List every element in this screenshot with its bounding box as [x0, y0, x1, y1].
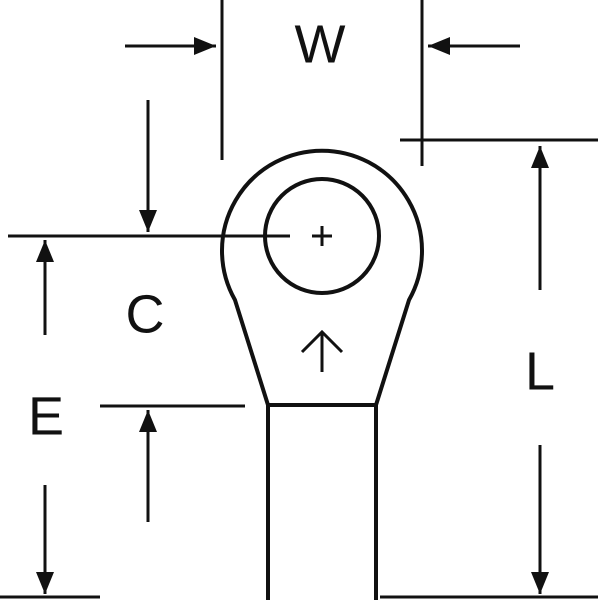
barrel	[266, 403, 378, 600]
dimension-e: E	[0, 240, 100, 599]
dimension-l: L	[380, 138, 598, 599]
label-w: W	[295, 14, 346, 74]
label-e: E	[28, 386, 64, 446]
center-plus-icon	[312, 226, 332, 246]
label-c: C	[126, 284, 165, 344]
direction-arrow-icon	[300, 329, 344, 372]
dimension-c: C	[8, 100, 290, 522]
dimension-w: W	[125, 0, 520, 166]
label-l: L	[525, 341, 555, 401]
terminal-body	[220, 148, 424, 600]
